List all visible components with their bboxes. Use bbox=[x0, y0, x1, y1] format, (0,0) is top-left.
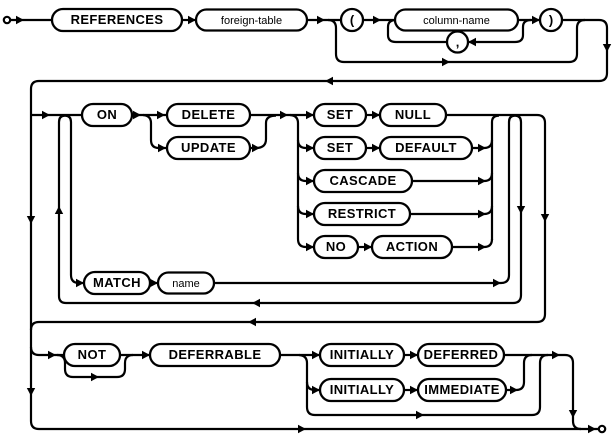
keyword-immediate-label: IMMEDIATE bbox=[424, 382, 500, 397]
keyword-initially-1: INITIALLY bbox=[318, 342, 406, 368]
arrowheads bbox=[16, 15, 612, 434]
nonterminal-name: name bbox=[156, 271, 216, 295]
keyword-restrict-label: RESTRICT bbox=[328, 206, 396, 221]
keyword-on: ON bbox=[80, 102, 134, 128]
punct-comma-label: , bbox=[456, 35, 460, 50]
keyword-restrict: RESTRICT bbox=[312, 201, 412, 227]
keyword-deferred: DEFERRED bbox=[416, 342, 506, 368]
connector-lines bbox=[10, 18, 609, 431]
keyword-null-label: NULL bbox=[395, 107, 431, 122]
nonterminal-name-label: name bbox=[172, 278, 200, 290]
keyword-references: REFERENCES bbox=[50, 7, 184, 33]
punct-open-paren: ( bbox=[339, 7, 365, 33]
nonterminal-column-name-label: column-name bbox=[423, 15, 490, 27]
keyword-initially-2: INITIALLY bbox=[318, 377, 406, 403]
keyword-default: DEFAULT bbox=[378, 135, 474, 161]
keyword-set-1-label: SET bbox=[327, 107, 353, 122]
keyword-deferred-label: DEFERRED bbox=[424, 347, 499, 362]
keyword-not-label: NOT bbox=[78, 347, 107, 362]
nonterminal-column-name: column-name bbox=[393, 8, 520, 32]
keyword-initially-2-label: INITIALLY bbox=[330, 382, 395, 397]
keyword-set-2: SET bbox=[312, 135, 368, 161]
keyword-default-label: DEFAULT bbox=[395, 140, 457, 155]
punct-comma: , bbox=[445, 30, 470, 54]
keyword-deferrable-label: DEFERRABLE bbox=[169, 347, 262, 362]
keyword-action-label: ACTION bbox=[386, 239, 438, 254]
keyword-not: NOT bbox=[62, 342, 122, 368]
end-terminal-icon bbox=[597, 424, 607, 434]
keyword-on-label: ON bbox=[97, 107, 117, 122]
keyword-delete-label: DELETE bbox=[182, 107, 236, 122]
nonterminal-foreign-table-label: foreign-table bbox=[221, 15, 282, 27]
keyword-update: UPDATE bbox=[165, 135, 252, 161]
punct-open-paren-label: ( bbox=[350, 13, 355, 28]
keyword-deferrable: DEFERRABLE bbox=[148, 342, 282, 368]
keyword-immediate: IMMEDIATE bbox=[416, 377, 508, 403]
keyword-initially-1-label: INITIALLY bbox=[330, 347, 395, 362]
punct-close-paren-label: ) bbox=[549, 13, 553, 28]
keyword-cascade-label: CASCADE bbox=[329, 173, 396, 188]
keyword-no-label: NO bbox=[326, 239, 346, 254]
keyword-action: ACTION bbox=[370, 234, 454, 260]
keyword-references-label: REFERENCES bbox=[71, 12, 164, 27]
keyword-cascade: CASCADE bbox=[312, 168, 414, 194]
keyword-update-label: UPDATE bbox=[181, 140, 236, 155]
keyword-null: NULL bbox=[378, 102, 448, 128]
keyword-set-2-label: SET bbox=[327, 140, 353, 155]
start-terminal-icon bbox=[2, 15, 12, 25]
keyword-set-1: SET bbox=[312, 102, 368, 128]
keyword-match-label: MATCH bbox=[93, 275, 141, 290]
nonterminal-foreign-table: foreign-table bbox=[194, 8, 309, 32]
keyword-match: MATCH bbox=[82, 270, 152, 296]
keyword-no: NO bbox=[312, 234, 360, 260]
punct-close-paren: ) bbox=[538, 7, 564, 33]
keyword-delete: DELETE bbox=[165, 102, 252, 128]
